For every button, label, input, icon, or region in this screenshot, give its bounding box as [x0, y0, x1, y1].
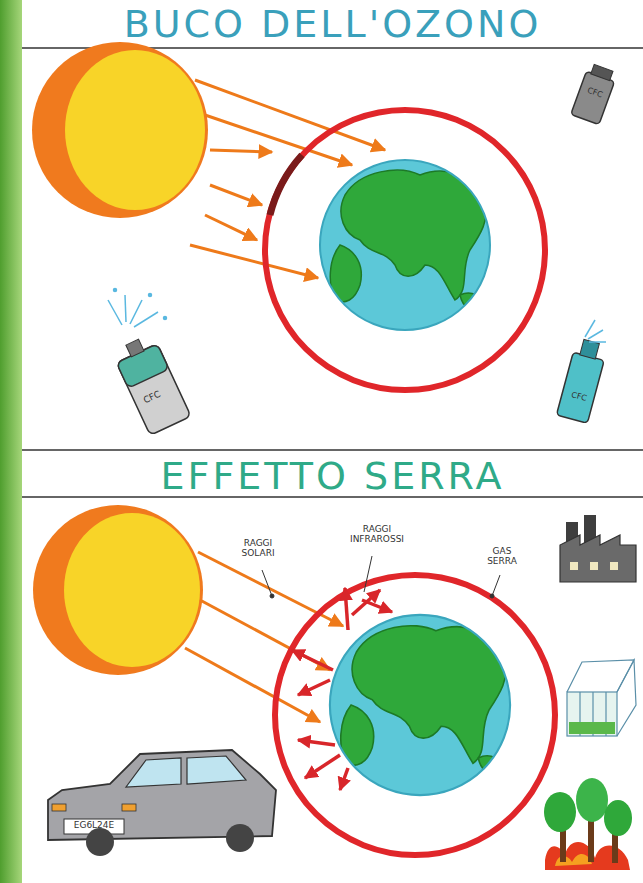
infrared-ray-part	[292, 650, 333, 670]
spray-mist-part	[149, 294, 152, 297]
spray-bottle-part	[556, 352, 604, 423]
burning-trees-part	[604, 800, 632, 836]
car-part	[187, 756, 246, 784]
spray-mist-part	[114, 289, 117, 292]
leader-line	[262, 556, 500, 598]
car-part	[52, 804, 66, 811]
leader-line-part	[364, 556, 372, 592]
earth	[330, 615, 510, 795]
sun	[33, 505, 203, 675]
burning-trees-part	[544, 792, 576, 832]
spray-can	[111, 333, 191, 435]
factory-part	[570, 562, 578, 570]
sun-ray-part	[210, 185, 262, 205]
greenhouse-part	[617, 660, 636, 736]
green-border	[0, 0, 22, 883]
spray-can-part	[116, 344, 191, 436]
spray-mist-part	[585, 320, 595, 337]
panel-rule-part	[22, 449, 643, 451]
earth	[320, 160, 490, 330]
factory-part	[560, 535, 636, 582]
factory-part	[610, 562, 618, 570]
sun-part	[32, 42, 208, 218]
spray-mist-part	[134, 312, 158, 327]
burning-trees-part	[576, 778, 608, 822]
ozone-panel: BUCO DELL'OZONO	[22, 0, 643, 450]
sun-part	[65, 50, 205, 210]
spray-can-part	[591, 64, 613, 80]
car-part	[86, 828, 114, 856]
leader-line-part	[490, 594, 494, 598]
callout-label: RAGGI INFRAROSSI	[340, 524, 414, 545]
sun-ray-part	[205, 115, 352, 165]
spray-mist-part	[125, 295, 126, 322]
callout-label: GAS SERRA	[480, 546, 524, 567]
car	[48, 750, 276, 856]
leader-line-part	[270, 594, 274, 598]
infrared-ray-part	[340, 768, 348, 790]
panel-heading: EFFETTO SERRA	[22, 454, 643, 498]
spray-bottle	[556, 338, 608, 424]
spray-mist-part	[588, 330, 603, 339]
spray-mist-part	[164, 317, 167, 320]
sun-ray	[185, 552, 343, 722]
infrared-ray-part	[298, 740, 335, 745]
spray-mist	[585, 320, 606, 342]
infrared-ray-part	[305, 755, 340, 778]
burning-trees	[544, 778, 632, 870]
sun-ray-part	[205, 215, 257, 240]
greenhouse-gas-layer	[275, 575, 555, 855]
car-part	[122, 804, 136, 811]
spray-mist-part	[130, 300, 142, 324]
ozone-hole	[270, 155, 302, 215]
car-part	[126, 758, 181, 787]
sun-part	[33, 505, 203, 675]
sun	[32, 42, 208, 218]
factory	[560, 515, 636, 582]
spray-mist-part	[108, 300, 122, 325]
license-plate: EG6L24E	[64, 820, 124, 830]
infrared-ray-part	[298, 680, 330, 695]
factory-part	[590, 562, 598, 570]
spray-mist	[108, 289, 167, 328]
infrared-ray-part	[345, 588, 348, 630]
ozone-layer	[265, 110, 545, 390]
greenhouse-part	[567, 692, 617, 736]
greenhouse-part	[569, 722, 615, 734]
infrared-ray-part	[362, 600, 392, 612]
greenhouse-part	[567, 660, 634, 692]
sun-part	[64, 513, 200, 667]
car-part	[226, 824, 254, 852]
spray-mist-part	[589, 341, 606, 343]
sun-ray-part	[210, 150, 272, 152]
sun-ray-part	[190, 245, 318, 278]
callout-label: RAGGI SOLARI	[232, 538, 284, 559]
infrared-ray	[292, 588, 392, 790]
spray-can	[571, 63, 618, 125]
greenhouse	[567, 660, 636, 736]
panel-heading: BUCO DELL'OZONO	[22, 2, 643, 46]
sun-ray-part	[185, 648, 320, 722]
leader-line-part	[492, 575, 500, 596]
spray-can-part	[126, 339, 144, 357]
greenhouse-panel: EFFETTO SERRA	[22, 452, 643, 883]
sun-ray-part	[195, 80, 385, 150]
panel-rule	[22, 48, 643, 497]
leader-line-part	[262, 570, 272, 596]
